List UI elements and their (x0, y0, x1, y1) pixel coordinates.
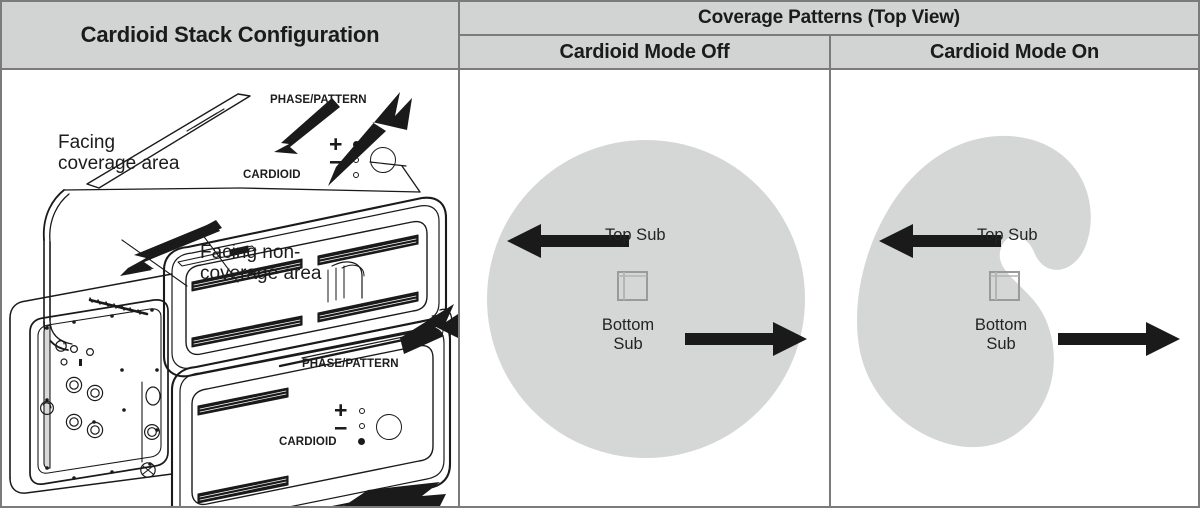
table-header-cardioid-mode-on: Cardioid Mode On (829, 34, 1200, 70)
plus-symbol-top: + (329, 131, 343, 157)
coverage-shape-cardioid (856, 135, 1091, 448)
sub-enclosure-icon-on (989, 271, 1020, 301)
table-header-coverage-patterns: Coverage Patterns (Top View) (458, 0, 1200, 36)
minus-symbol-bottom: − (334, 415, 348, 441)
coverage-pattern-off-panel: Top Sub Bottom Sub (458, 68, 831, 508)
led-minus-bottom (359, 423, 365, 429)
led-cardioid-top (353, 172, 359, 178)
top-sub-label-on: Top Sub (977, 226, 1038, 244)
coverage-area-cardioid (856, 135, 1091, 448)
cardioid-stack-drawing (9, 92, 458, 506)
phase-pattern-button-top[interactable] (370, 147, 396, 173)
cardioid-selection-arrow-bottom (344, 482, 446, 506)
top-sub-arrow-on (879, 224, 1001, 258)
led-cardioid-bottom (358, 438, 365, 445)
bottom-sub-arrow-on (1058, 322, 1180, 356)
top-sub-label-off: Top Sub (605, 226, 666, 244)
table-header-stack-configuration: Cardioid Stack Configuration (0, 0, 460, 70)
plus-symbol-bottom: + (334, 397, 348, 423)
coverage-pattern-on-panel: Top Sub Bottom Sub (829, 68, 1200, 508)
led-minus-top (353, 157, 359, 163)
phase-pattern-arrow-top (274, 98, 340, 154)
seam-arrow (400, 304, 458, 354)
minus-symbol-top: − (329, 149, 343, 175)
bottom-sub-arrow-off (685, 322, 807, 356)
bottom-sub-label-on: Bottom Sub (974, 316, 1028, 353)
bottom-sub-label-off: Bottom Sub (601, 316, 655, 353)
phase-pattern-button-bottom[interactable] (376, 414, 402, 440)
top-sub-arrow-off (507, 224, 629, 258)
led-plus-bottom (359, 408, 365, 414)
sub-enclosure-icon-off (617, 271, 648, 301)
led-plus-top (353, 141, 360, 148)
table-header-cardioid-mode-off: Cardioid Mode Off (458, 34, 831, 70)
stack-configuration-illustration: PHASE/PATTERN + − CARDIOID PHASE/PATTERN… (0, 68, 460, 508)
